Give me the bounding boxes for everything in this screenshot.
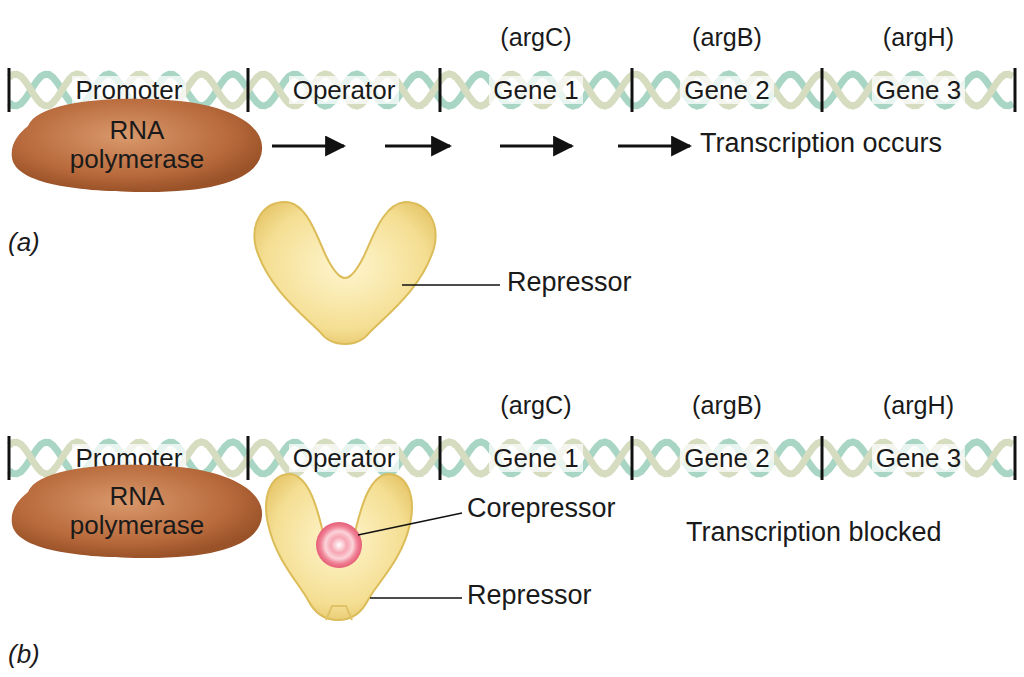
dna-segment: (argB)Gene 2 — [634, 438, 820, 478]
dna-segment: (argH)Gene 3 — [824, 438, 1013, 478]
gene-name: (argB) — [634, 24, 820, 52]
panel-letter: (a) — [8, 228, 40, 257]
dna-segment: (argC)Gene 1 — [442, 438, 630, 478]
gene-name: (argC) — [442, 24, 630, 52]
segment-name: Gene 1 — [489, 444, 582, 473]
dna-segment: Operator — [250, 70, 438, 110]
gene-name: (argH) — [824, 392, 1013, 420]
gene-name: (argH) — [824, 24, 1013, 52]
process-note: Transcription occurs — [700, 129, 942, 159]
panel-letter: (b) — [8, 640, 40, 669]
repressor-free — [254, 202, 435, 344]
gene-name: (argC) — [442, 392, 630, 420]
gene-name: (argB) — [634, 392, 820, 420]
enzyme-name: RNA polymerase — [62, 116, 212, 174]
leader-line — [370, 597, 462, 599]
part-label: Repressor — [467, 581, 592, 611]
enzyme-name: RNA polymerase — [62, 482, 212, 540]
dna-segment: (argC)Gene 1 — [442, 70, 630, 110]
corepressor-molecule — [316, 522, 362, 568]
part-label: Corepressor — [467, 494, 616, 524]
leader-line — [402, 284, 500, 286]
rna-polymerase: RNA polymerase — [8, 462, 266, 560]
part-label: Repressor — [507, 268, 632, 298]
segment-name: Gene 2 — [680, 76, 773, 105]
segment-name: Gene 2 — [680, 444, 773, 473]
segment-name: Gene 3 — [872, 444, 965, 473]
process-note: Transcription blocked — [686, 518, 942, 548]
segment-name: Gene 3 — [872, 76, 965, 105]
segment-dividers — [9, 68, 1015, 480]
leader-line — [358, 513, 462, 535]
rna-polymerase: RNA polymerase — [8, 96, 266, 194]
dna-segment: (argB)Gene 2 — [634, 70, 820, 110]
segment-name: Gene 1 — [489, 76, 582, 105]
transcription-arrows — [272, 145, 690, 148]
dna-segment: Operator — [250, 438, 438, 478]
dna-segment: (argH)Gene 3 — [824, 70, 1013, 110]
segment-name: Operator — [289, 444, 400, 473]
segment-name: Operator — [289, 76, 400, 105]
